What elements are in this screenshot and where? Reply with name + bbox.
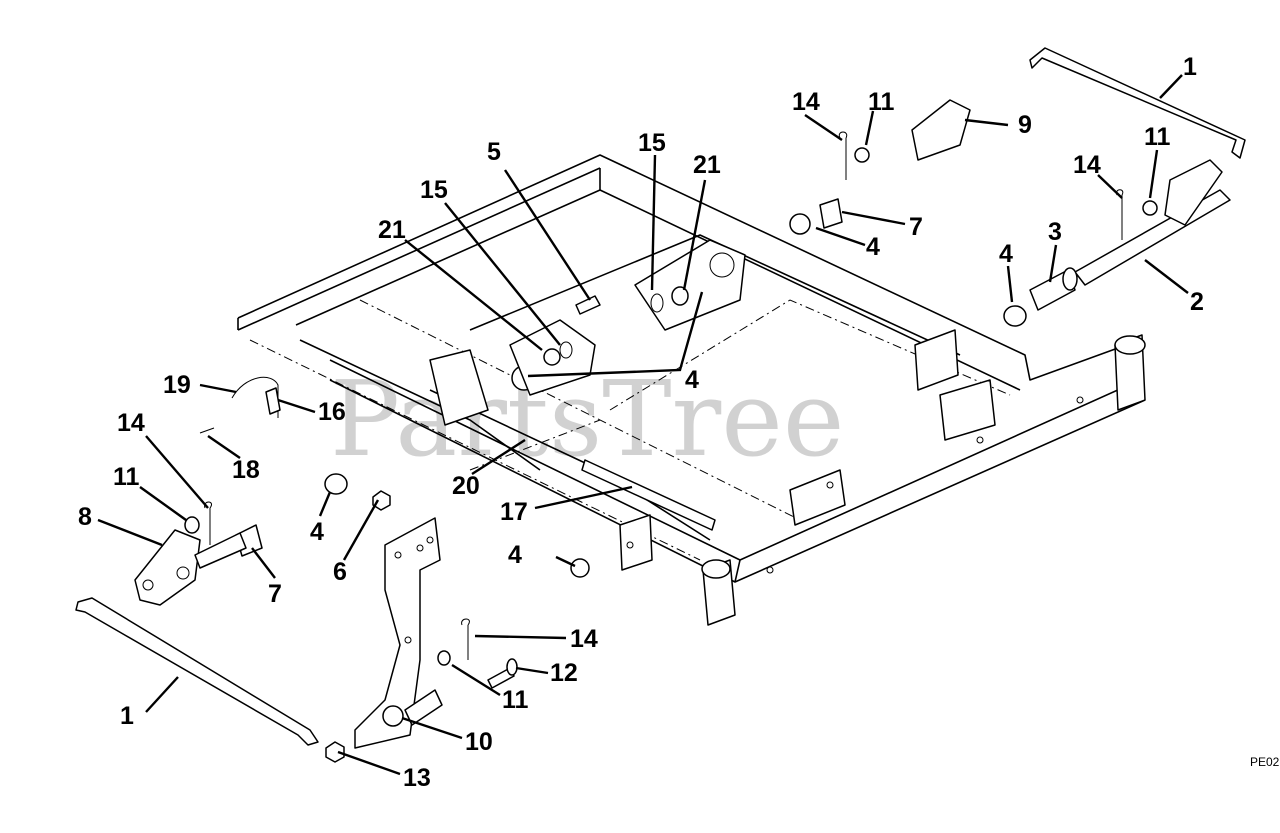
callout-18: 18: [232, 456, 260, 484]
callout-2: 2: [1190, 288, 1204, 316]
torsion-bar-left: [75, 597, 319, 746]
callout-13: 13: [403, 764, 431, 792]
lever-20: [429, 349, 489, 426]
callout-17: 17: [500, 498, 528, 526]
callout-20: 20: [452, 472, 480, 500]
spacer-7-right: [819, 198, 843, 229]
callout-4-c: 4: [310, 518, 324, 546]
callout-leaders: [97, 74, 1189, 776]
callout-6: 6: [333, 558, 347, 586]
watermark-text: PartsTree: [330, 358, 844, 480]
callout-14-c: 14: [117, 409, 145, 437]
washer-11-c: [184, 516, 200, 534]
figure-code: PE02: [1250, 755, 1280, 769]
callout-14-d: 14: [570, 625, 598, 653]
hairpin-14-d: [461, 618, 470, 660]
lift-plate-10: [354, 517, 441, 749]
callout-14-b: 14: [1073, 151, 1101, 179]
pivot-bracket-right: [911, 99, 971, 161]
callout-11-d: 11: [502, 686, 529, 714]
callout-21-left: 21: [378, 216, 406, 244]
callout-12: 12: [550, 659, 578, 687]
nut-6: [372, 490, 391, 511]
torsion-bar-right: [1029, 47, 1246, 159]
pivot-arm-8: [134, 529, 201, 606]
callout-10: 10: [465, 728, 493, 756]
callout-4-b: 4: [999, 240, 1013, 268]
pivot-bracket-top: [1164, 159, 1223, 226]
screw-18: [199, 427, 215, 434]
bushing-4-c: [324, 473, 348, 495]
hairpin-14-a: [838, 131, 848, 180]
callout-3: 3: [1048, 218, 1062, 246]
callout-5: 5: [487, 138, 501, 166]
callout-4-e: 4: [685, 366, 699, 394]
hairpin-14-c: [204, 501, 212, 545]
callout-15-right: 15: [638, 129, 666, 157]
bushing-4-a: [789, 213, 811, 235]
hitch-pin-19: [231, 376, 279, 418]
callout-4-a: 4: [866, 233, 880, 261]
callout-21-right: 21: [693, 151, 721, 179]
callout-15-left: 15: [420, 176, 448, 204]
callout-16: 16: [318, 398, 346, 426]
bolt-12: [487, 667, 515, 689]
callout-19: 19: [163, 371, 191, 399]
callout-11-a: 11: [868, 88, 895, 116]
callout-4-d: 4: [508, 541, 522, 569]
callout-11-b: 11: [1144, 123, 1171, 151]
bushing-4-b: [1003, 305, 1027, 327]
callout-1-bottom: 1: [120, 702, 134, 730]
callout-7-left: 7: [268, 580, 282, 608]
washer-11-b: [1142, 200, 1158, 216]
callout-14-a: 14: [792, 88, 820, 116]
rod-17: [581, 459, 716, 531]
washer-11-a: [854, 147, 870, 163]
bushing-4-d: [570, 558, 590, 578]
washer-11-d: [437, 650, 451, 666]
callout-9: 9: [1018, 111, 1032, 139]
callout-1-top: 1: [1183, 53, 1197, 81]
callout-7-right: 7: [909, 213, 923, 241]
callout-8: 8: [78, 503, 92, 531]
lock-pin-16: [265, 387, 281, 415]
callout-11-c: 11: [113, 463, 140, 491]
nut-13: [325, 741, 345, 763]
